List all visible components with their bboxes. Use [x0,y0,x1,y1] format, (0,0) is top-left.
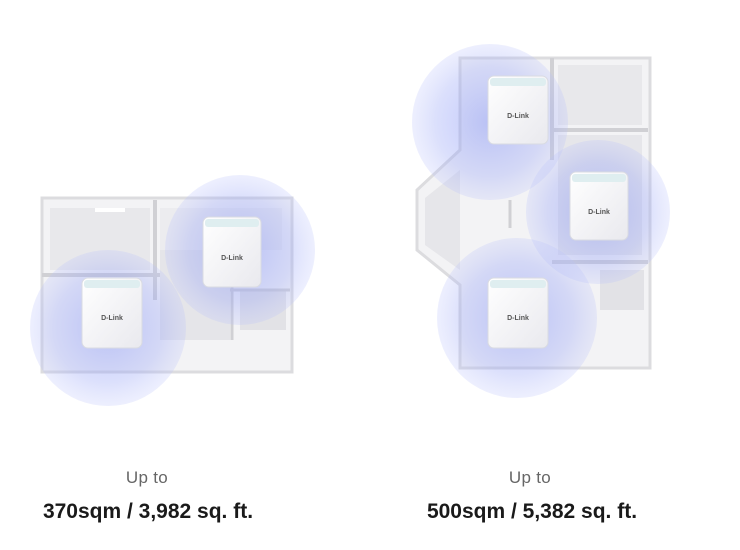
router-brand-label: D-Link [507,315,529,322]
coverage-caption-prefix: Up to [125,468,169,487]
router-device: D-Link [81,277,143,349]
router-device: D-Link [487,75,549,145]
router-brand-label: D-Link [507,113,529,120]
coverage-area-value: 500sqm / 5,382 sq. ft. [426,500,638,523]
floorplan-two-routers: D-Link D-Link [30,175,315,406]
coverage-caption-prefix: Up to [508,468,552,487]
coverage-panel-large: D-Link D-Link D-Link Up to 500sqm / 5,38… [380,0,740,550]
router-device: D-Link [487,277,549,349]
router-brand-label: D-Link [101,315,123,322]
router-device: D-Link [202,216,262,288]
router-brand-label: D-Link [221,255,243,262]
router-device: D-Link [569,171,629,241]
coverage-area-value: 370sqm / 3,982 sq. ft. [42,500,254,523]
router-brand-label: D-Link [588,209,610,216]
coverage-panel-small: D-Link D-Link Up to 370sqm / 3,982 sq. f… [0,0,340,550]
floorplan-three-routers: D-Link D-Link D-Link [412,44,670,398]
